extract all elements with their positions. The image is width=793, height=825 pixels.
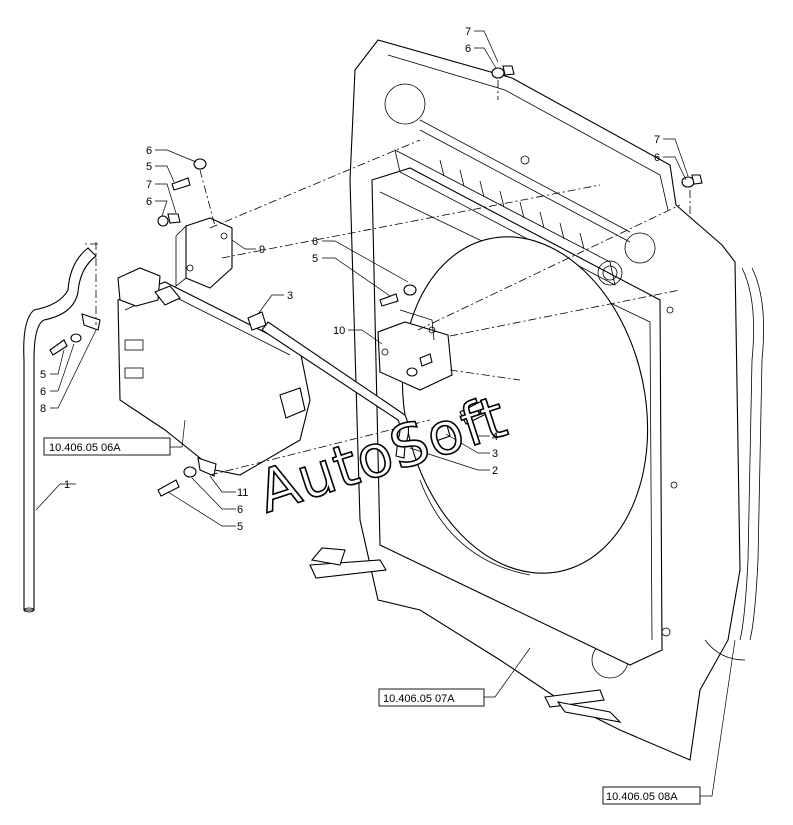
callout-1: 1	[64, 479, 70, 491]
callout-6: 6	[40, 386, 46, 398]
callout-6: 6	[654, 152, 660, 164]
hose-1	[23, 247, 97, 613]
callout-2: 2	[492, 465, 498, 477]
callout-5: 5	[146, 161, 152, 173]
callout-7: 7	[465, 26, 471, 38]
callout-6: 6	[465, 43, 471, 55]
callout-6: 6	[146, 145, 152, 157]
side-hose	[704, 267, 765, 661]
callout-6: 6	[237, 504, 243, 516]
callout-labels: 7 6 7 6 6 5 7 6 6 5 9 3 10 5 6 8 1 11 6 …	[40, 26, 660, 533]
leader-lines	[35, 30, 736, 797]
reference-box-08A: 10.406.05 08A	[602, 786, 701, 805]
callout-5: 5	[237, 521, 243, 533]
callout-9: 9	[259, 244, 265, 256]
callout-7: 7	[654, 134, 660, 146]
reference-label: 10.406.05 06A	[49, 442, 121, 454]
fasteners	[49, 65, 703, 497]
callout-6: 6	[312, 236, 318, 248]
callout-3: 3	[492, 448, 498, 460]
lower-tubes	[309, 547, 622, 723]
callout-4: 4	[492, 431, 498, 443]
callout-5: 5	[40, 369, 46, 381]
reference-box-07A: 10.406.05 07A	[378, 688, 485, 707]
bracket-10	[377, 309, 453, 391]
assembly-lines	[82, 80, 691, 476]
callout-7: 7	[146, 179, 152, 191]
hose-2	[261, 321, 410, 459]
callout-3: 3	[287, 290, 293, 302]
callout-10: 10	[333, 325, 345, 337]
callout-6: 6	[146, 196, 152, 208]
expansion-tank	[117, 267, 311, 476]
callout-5: 5	[312, 253, 318, 265]
reference-box-06A: 10.406.05 06A	[43, 437, 171, 456]
reference-label: 10.406.05 08A	[606, 791, 678, 803]
reference-label: 10.406.05 07A	[383, 693, 455, 705]
callout-8: 8	[40, 403, 46, 415]
callout-11: 11	[237, 487, 248, 499]
bracket-9	[175, 217, 233, 289]
